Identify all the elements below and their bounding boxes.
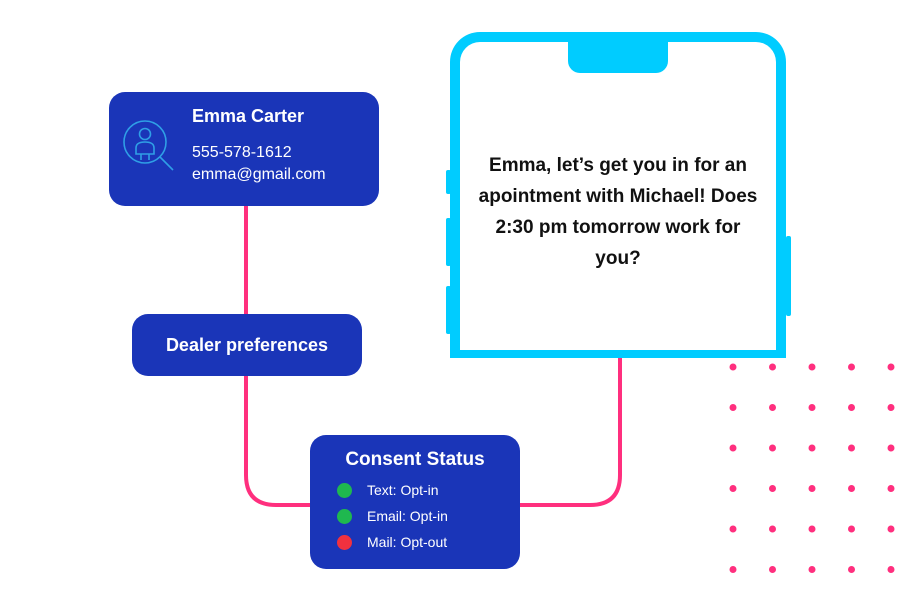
phone-message: Emma, let’s get you in for an apointment…: [478, 155, 758, 269]
contact-card[interactable]: Emma Carter 555-578-1612 emma@gmail.com: [109, 92, 379, 206]
decor-dot: [887, 404, 895, 411]
dealer-preferences-card[interactable]: Dealer preferences: [132, 314, 362, 376]
decor-dot: [887, 444, 895, 452]
decor-dot: [848, 444, 855, 452]
consent-item-mail: Mail: Opt-out: [337, 533, 447, 551]
consent-status-title: Consent Status: [345, 449, 485, 470]
decor-dot: [769, 444, 776, 452]
decor-dot: [808, 485, 816, 492]
decor-dot: [769, 525, 776, 533]
decor-dot: [808, 444, 816, 452]
decor-dot: [769, 566, 776, 573]
decorative-dot-grid: [729, 363, 895, 573]
decor-dot: [729, 444, 737, 452]
decor-dot: [887, 363, 895, 371]
person-search-icon: [123, 120, 174, 171]
contact-email: emma@gmail.com: [192, 166, 326, 183]
phone-notch: [568, 41, 668, 73]
decor-dot: [848, 363, 855, 371]
consent-item-text: Text: Opt-in: [337, 481, 439, 499]
decor-dot: [729, 525, 737, 533]
decor-dot: [769, 363, 776, 371]
decor-dot: [887, 525, 895, 533]
decor-dot: [848, 525, 855, 533]
phone-mockup: Emma, let’s get you in for an apointment…: [450, 32, 786, 358]
decor-dot: [848, 404, 855, 411]
phone-side-button: [446, 218, 451, 266]
consent-status-card[interactable]: Consent Status Text: Opt-in Email: Opt-i…: [310, 435, 520, 569]
status-dot: [337, 508, 352, 524]
decor-dot: [729, 566, 737, 573]
consent-item-label: Email: Opt-in: [367, 508, 448, 524]
decor-dot: [808, 525, 816, 533]
connector-consent-to-phone: [520, 358, 622, 507]
dealer-preferences-label: Dealer preferences: [165, 334, 329, 355]
contact-phone: 555-578-1612: [192, 144, 292, 161]
decor-dot: [887, 485, 895, 492]
decor-dot: [887, 566, 895, 573]
decor-dot: [808, 404, 816, 411]
decor-dot: [729, 485, 737, 492]
phone-side-button: [446, 286, 451, 334]
consent-item-email: Email: Opt-in: [337, 507, 448, 525]
decor-dot: [848, 566, 855, 573]
decor-dot: [808, 566, 816, 573]
phone-side-button: [446, 170, 451, 194]
consent-item-label: Mail: Opt-out: [367, 534, 448, 550]
consent-item-label: Text: Opt-in: [367, 482, 439, 498]
decor-dot: [848, 485, 855, 492]
decor-dot: [769, 404, 776, 411]
status-dot: [337, 482, 352, 498]
decor-dot: [729, 363, 737, 371]
decor-dot: [729, 404, 737, 411]
connector-preferences-to-consent: [244, 376, 310, 507]
decor-dot: [808, 363, 816, 371]
contact-name: Emma Carter: [192, 106, 305, 126]
status-dot: [337, 534, 352, 550]
phone-side-button: [786, 236, 791, 316]
decor-dot: [769, 485, 776, 492]
